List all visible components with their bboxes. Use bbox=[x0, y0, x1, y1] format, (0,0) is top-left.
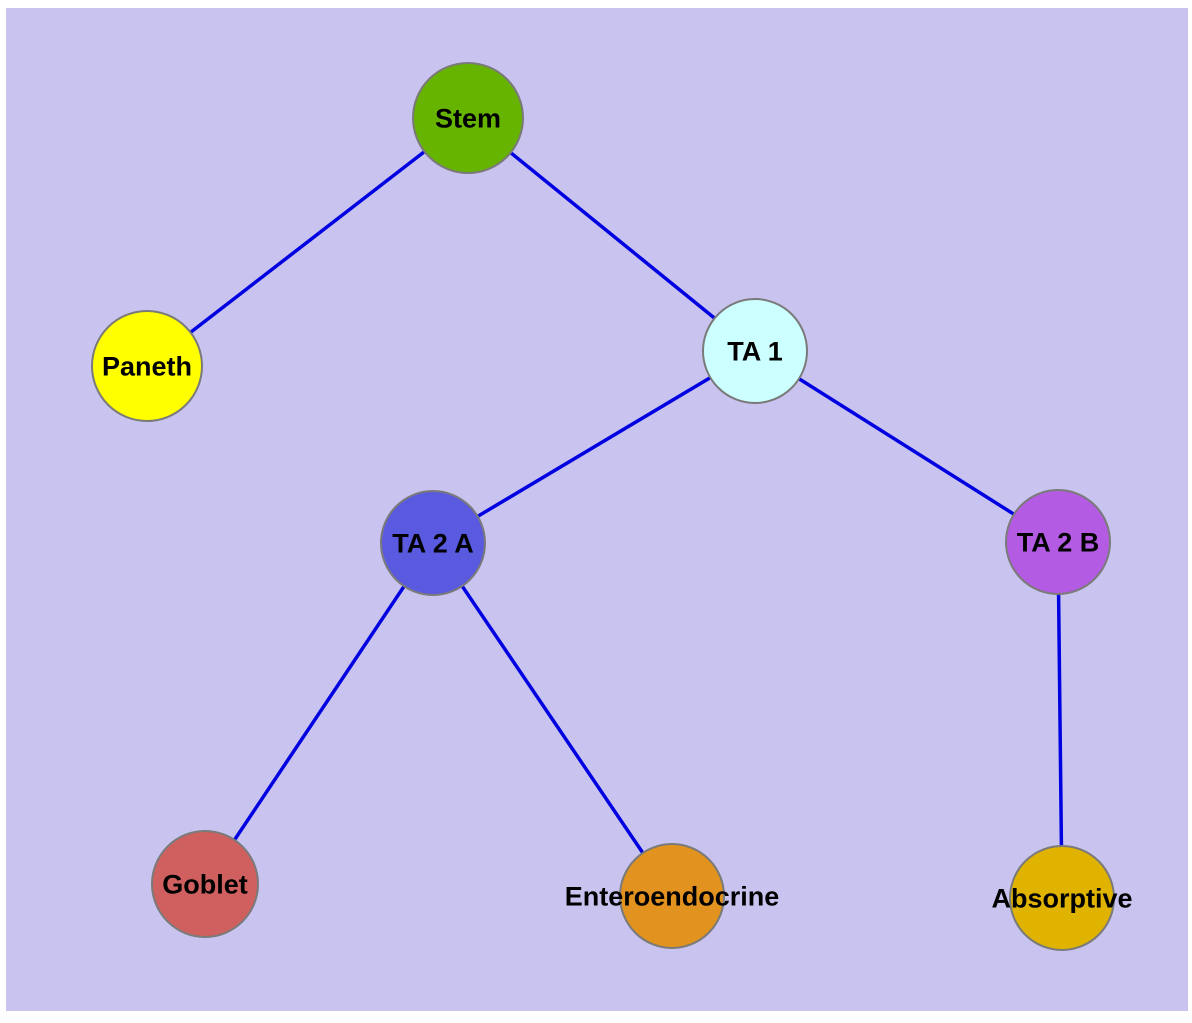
node-ta2b bbox=[1005, 489, 1111, 595]
edge-ta2b-absorptive bbox=[1056, 541, 1064, 899]
node-absorptive bbox=[1009, 845, 1115, 951]
node-ta1 bbox=[702, 298, 808, 404]
edge-stem-paneth bbox=[145, 116, 470, 368]
edge-ta2a-enteroendocrine bbox=[431, 542, 674, 897]
edge-stem-ta1 bbox=[466, 116, 757, 353]
edge-ta1-ta2a bbox=[432, 349, 756, 545]
edge-ta2a-goblet bbox=[203, 542, 435, 885]
node-paneth bbox=[91, 310, 203, 422]
node-enteroendocrine bbox=[619, 843, 725, 949]
node-stem bbox=[412, 62, 524, 174]
edge-ta1-ta2b bbox=[754, 349, 1059, 544]
node-goblet bbox=[151, 830, 259, 938]
node-ta2a bbox=[380, 490, 486, 596]
